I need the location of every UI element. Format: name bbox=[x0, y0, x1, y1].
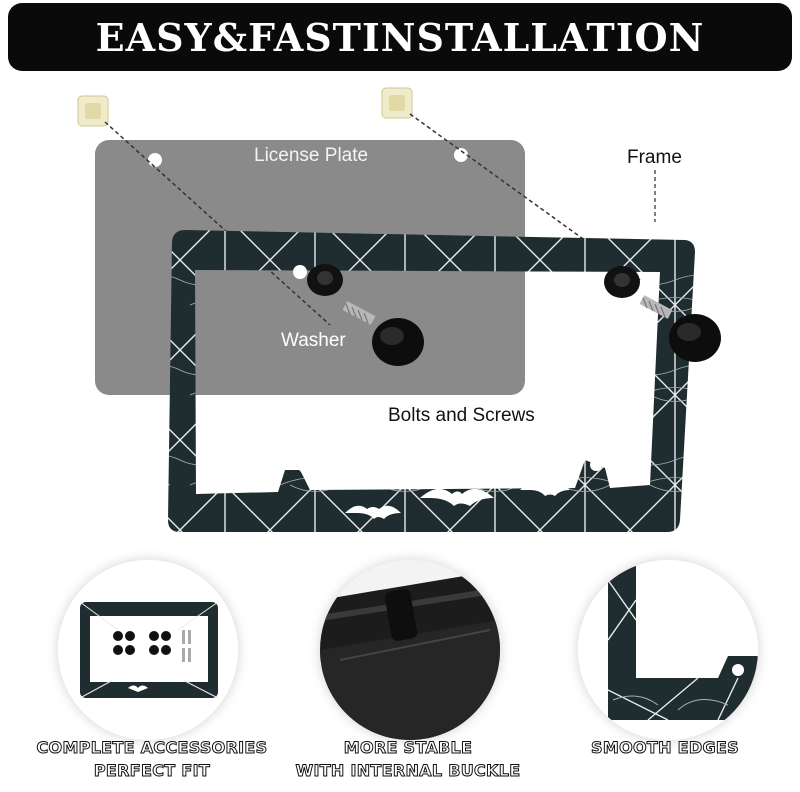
frame-illustration bbox=[168, 230, 695, 532]
washer-label: Washer bbox=[281, 330, 346, 351]
bolt-cap-right-icon bbox=[669, 314, 721, 362]
guide-line-right bbox=[409, 113, 641, 281]
guide-line-left bbox=[104, 121, 331, 326]
washer-right-icon bbox=[604, 266, 640, 298]
caption-line: COMPLETE ACCESSORIES bbox=[36, 738, 268, 758]
title-banner: EASY&FASTINSTALLATION bbox=[8, 3, 792, 71]
screw-right-icon bbox=[639, 295, 673, 319]
caption-line: MORE STABLE bbox=[343, 738, 473, 758]
bolts-label: Bolts and Screws bbox=[388, 405, 535, 426]
plate-hole-left bbox=[148, 153, 162, 167]
caption-line: PERFECT FIT bbox=[93, 761, 211, 781]
feature-buckle-image bbox=[320, 560, 500, 740]
caption-line: SMOOTH EDGES bbox=[591, 738, 740, 758]
diagram-illustration bbox=[77, 87, 721, 532]
bolt-cap-left-icon bbox=[372, 318, 424, 366]
caption-line: WITH INTERNAL BUCKLE bbox=[295, 761, 521, 781]
feature-caption-accessories: COMPLETE ACCESSORIES PERFECT FIT bbox=[22, 736, 282, 782]
frame-label: Frame bbox=[627, 147, 682, 168]
washer-left-icon bbox=[307, 264, 343, 296]
feature-caption-edges: SMOOTH EDGES bbox=[535, 736, 795, 759]
plate-hole-right bbox=[454, 148, 468, 162]
feature-edges-image bbox=[578, 560, 758, 740]
bat-decorations bbox=[345, 484, 570, 519]
clip-left-icon bbox=[77, 95, 109, 127]
license-plate-label: License Plate bbox=[254, 145, 369, 166]
banner-title: EASY&FASTINSTALLATION bbox=[95, 14, 705, 60]
screw-left-icon bbox=[342, 301, 376, 325]
feature-caption-buckle: MORE STABLE WITH INTERNAL BUCKLE bbox=[278, 736, 538, 782]
clip-right-icon bbox=[381, 87, 413, 119]
feature-accessories-image bbox=[58, 560, 238, 740]
installation-diagram: License Plate Frame Washer Bolts and Scr… bbox=[0, 80, 800, 560]
